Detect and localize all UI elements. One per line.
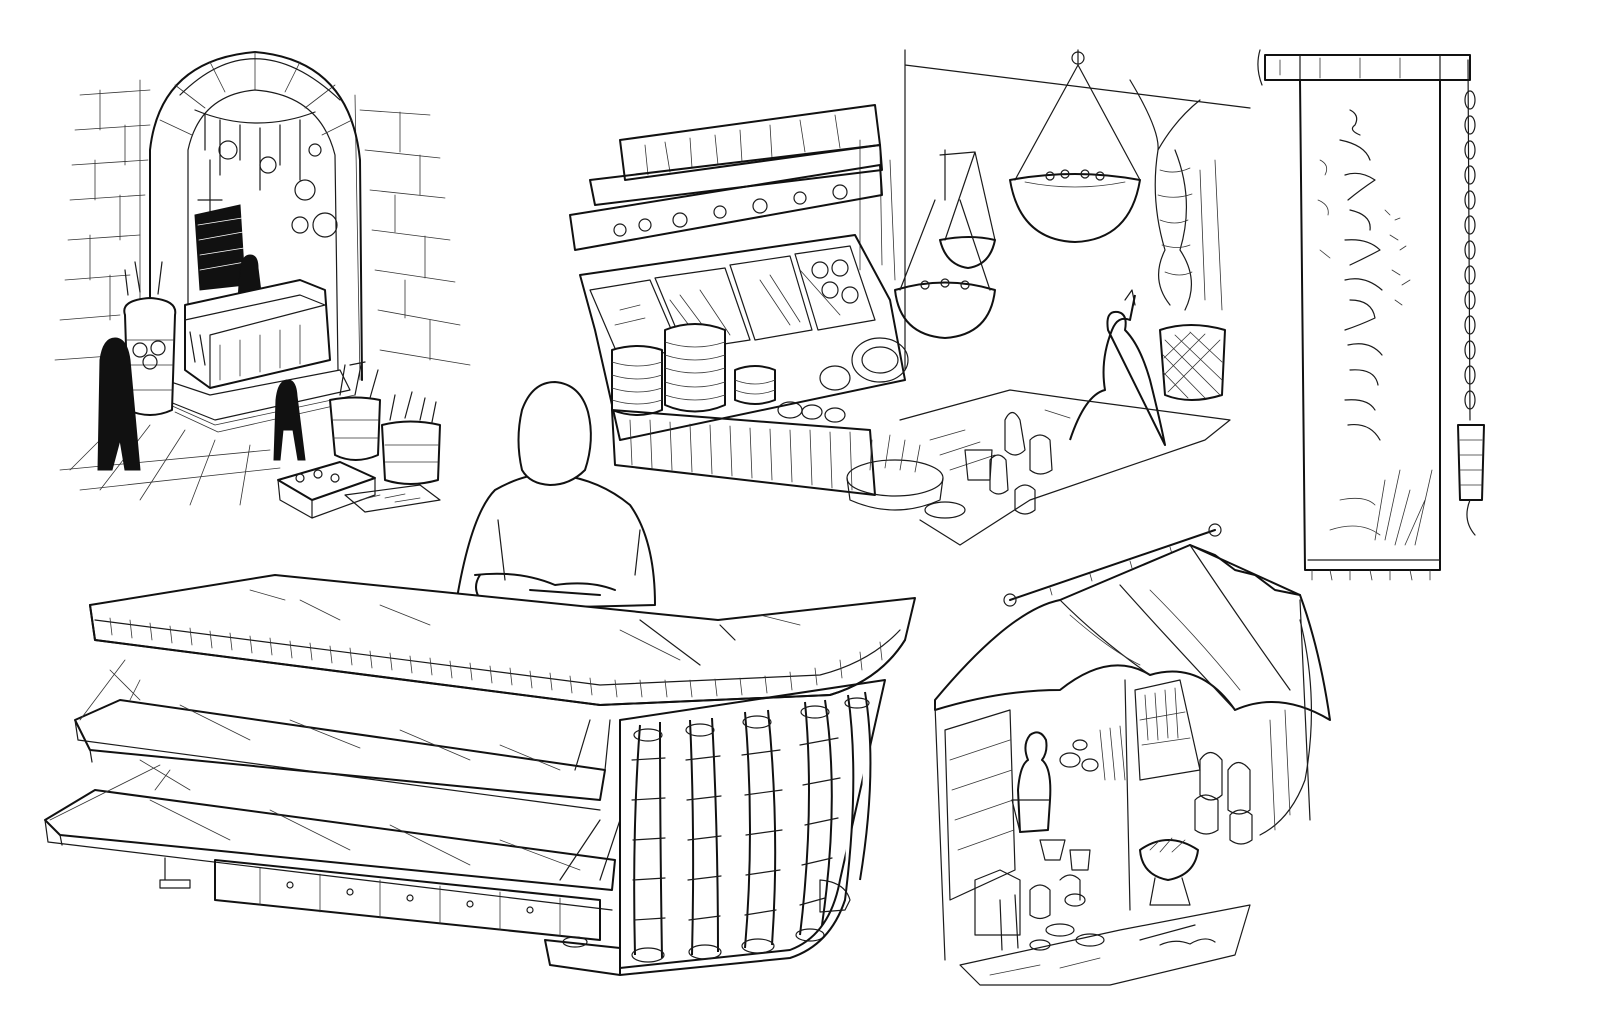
left-basket <box>123 261 177 416</box>
ground-crate <box>277 461 376 519</box>
tent-seller <box>1011 731 1052 833</box>
person-silhouette-left <box>97 337 141 471</box>
tent-poles <box>934 599 1311 961</box>
stall-front-base <box>611 409 876 496</box>
hanging-cloth <box>1129 79 1223 311</box>
small-scale <box>894 149 996 339</box>
canopy-rod <box>1003 523 1222 607</box>
scroll-barrels <box>329 359 441 485</box>
scroll-paper <box>1299 79 1441 581</box>
scroll-banner-sketch <box>1257 49 1485 581</box>
wicker-basket <box>1159 324 1226 401</box>
counter-bottom-shelf <box>44 759 621 911</box>
shop-counter-sketch <box>44 381 916 976</box>
counter-base-plinth <box>159 857 601 941</box>
hanging-scale <box>1009 49 1141 243</box>
floor-mat <box>344 484 441 513</box>
stacked-plates <box>611 323 776 416</box>
stall-signboard <box>569 104 883 251</box>
floor-rug <box>899 389 1231 546</box>
fruit-bowl <box>1139 837 1199 906</box>
hanging-wares <box>194 109 338 238</box>
archway-counter <box>184 279 331 389</box>
seated-merchant <box>1069 289 1166 446</box>
counter-top-shelf <box>74 659 611 811</box>
tent-side-cloth <box>1259 619 1312 836</box>
floor-planks <box>59 419 281 506</box>
floor-goods <box>974 869 1105 951</box>
scroll-script <box>1317 109 1411 441</box>
bottles-on-rug <box>964 411 1053 515</box>
counter-columns <box>544 679 886 976</box>
pottery-rows <box>1039 725 1253 871</box>
counter-top <box>89 574 916 706</box>
market-stall-sketch <box>569 49 1251 546</box>
canopy-stall-sketch <box>934 523 1331 986</box>
round-pots <box>777 337 966 519</box>
stall-shelves <box>944 679 1201 901</box>
doorway-stairs <box>194 204 246 291</box>
counter-figure <box>454 381 656 611</box>
seated-figure <box>273 379 306 461</box>
stone-arch <box>149 51 363 381</box>
scroll-grass-marks <box>1329 469 1433 546</box>
canopy-cloth <box>934 544 1331 721</box>
scroll-rod <box>1257 49 1471 86</box>
hanging-chain <box>1457 59 1485 536</box>
archway-shop-sketch <box>54 51 471 519</box>
tent-rug <box>959 904 1251 986</box>
stall-back-wall <box>859 49 1251 371</box>
